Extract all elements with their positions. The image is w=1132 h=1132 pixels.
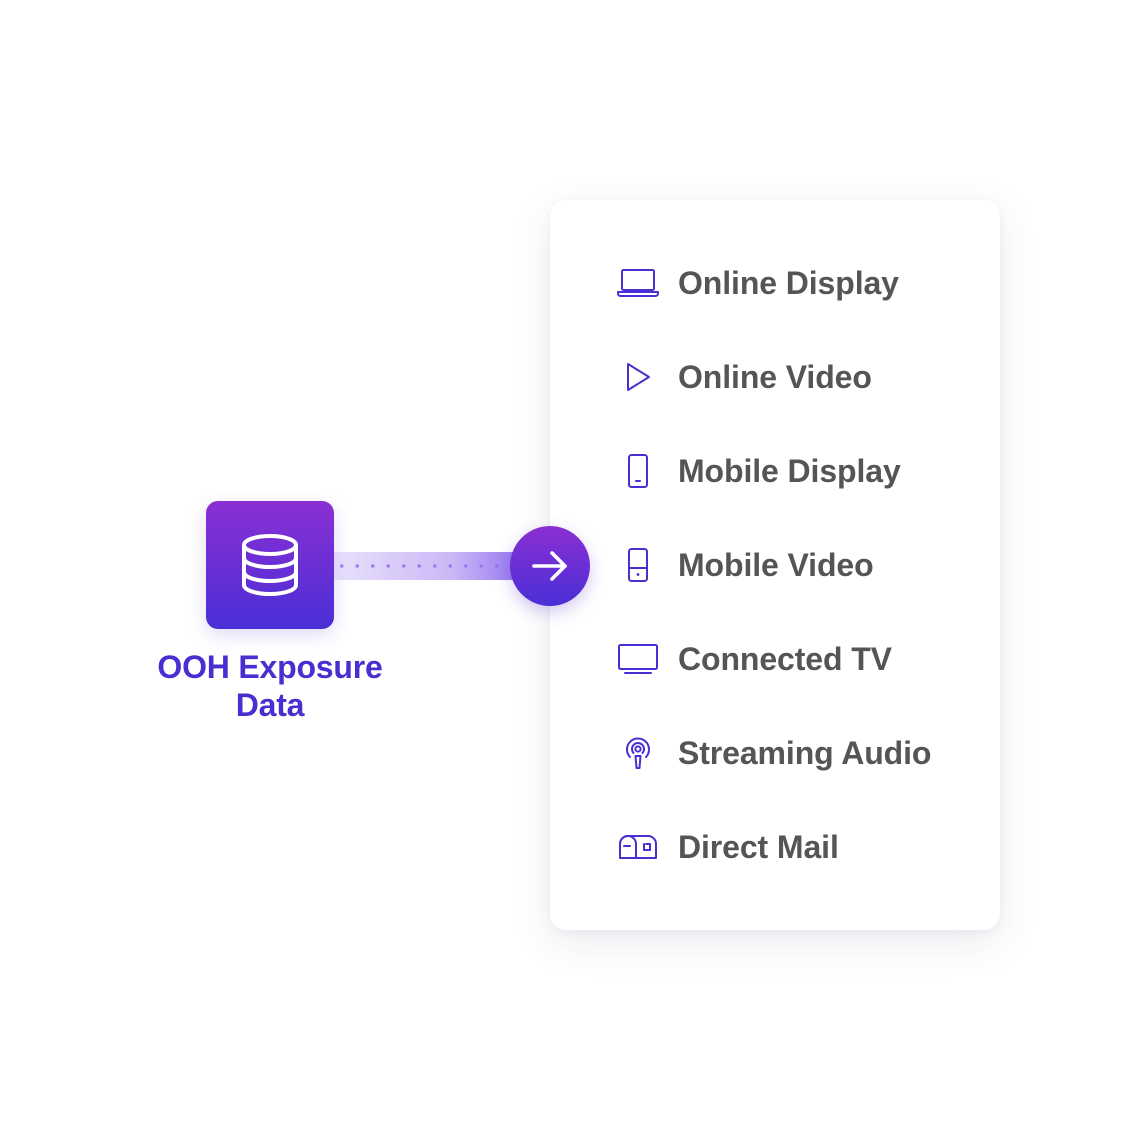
channel-label: Mobile Display [678, 453, 901, 489]
source-label: OOH Exposure Data [140, 648, 400, 724]
channel-label: Online Video [678, 359, 872, 395]
source-label-line2: Data [235, 687, 305, 723]
channel-list: Online Display Online Video Mobile Displ… [616, 252, 931, 910]
channel-label: Connected TV [678, 641, 892, 677]
database-icon [242, 534, 298, 596]
source-tile [206, 501, 334, 629]
phone-icon [616, 440, 660, 502]
channels-panel: Online Display Online Video Mobile Displ… [550, 200, 1000, 930]
arrow-right-icon [532, 551, 567, 581]
play-icon [616, 346, 660, 408]
connector-beam [334, 552, 530, 580]
channel-item-mobile-display: Mobile Display [616, 440, 931, 534]
channel-item-online-display: Online Display [616, 252, 931, 346]
podcast-icon [616, 722, 660, 784]
source-label-line1: OOH Exposure [157, 649, 383, 685]
mailbox-icon [616, 816, 660, 878]
channel-item-streaming-audio: Streaming Audio [616, 722, 931, 816]
laptop-icon [616, 252, 660, 314]
channel-item-online-video: Online Video [616, 346, 931, 440]
channel-item-connected-tv: Connected TV [616, 628, 931, 722]
channel-label: Streaming Audio [678, 735, 932, 771]
phone-video-icon [616, 534, 660, 596]
channel-label: Online Display [678, 265, 899, 301]
channel-item-direct-mail: Direct Mail [616, 816, 931, 910]
arrow-circle [510, 526, 590, 606]
channel-label: Direct Mail [678, 829, 839, 865]
connector-dots [334, 564, 514, 568]
channel-item-mobile-video: Mobile Video [616, 534, 931, 628]
channel-label: Mobile Video [678, 547, 874, 583]
tv-icon [616, 628, 660, 690]
